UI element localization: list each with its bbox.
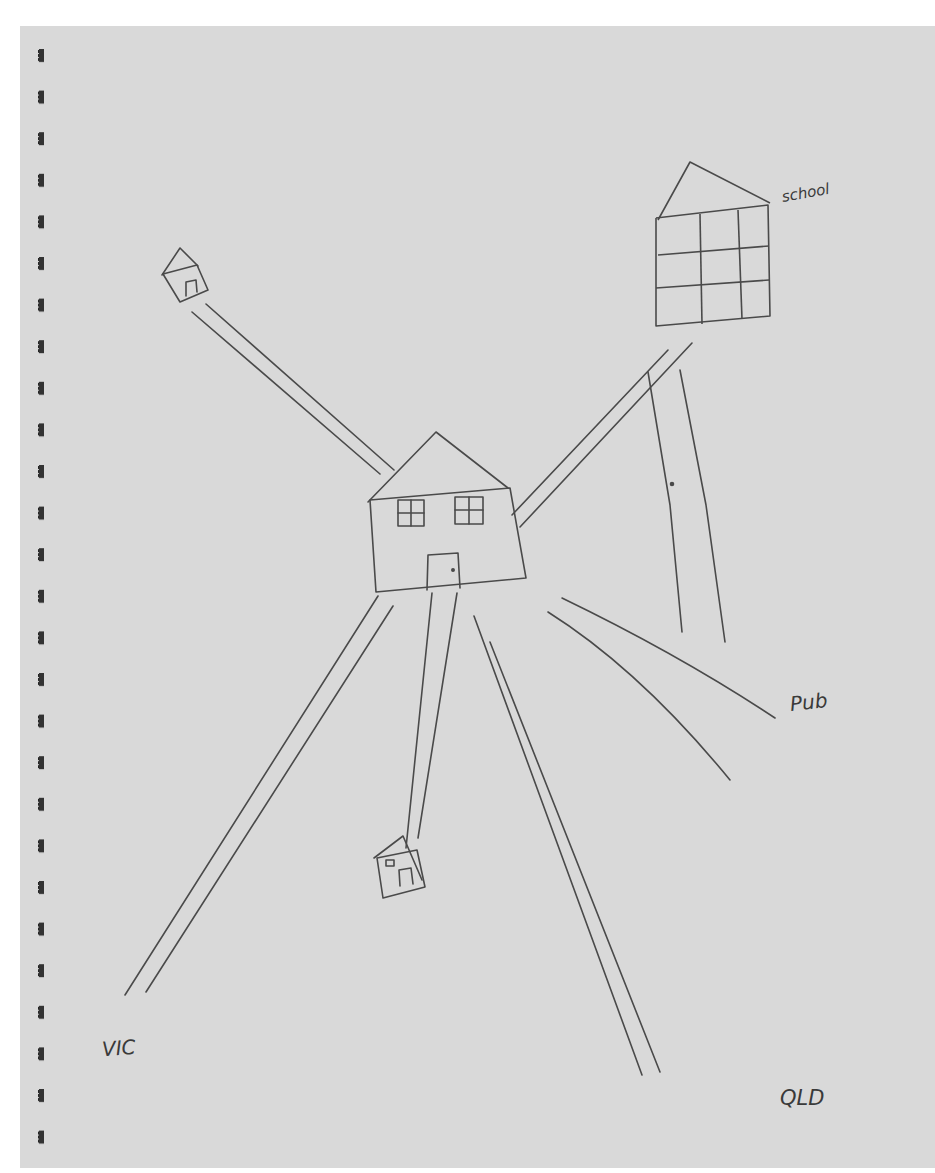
road bbox=[418, 593, 457, 838]
road bbox=[680, 370, 725, 642]
place-label: QLD bbox=[780, 1086, 824, 1110]
paper bbox=[20, 26, 935, 1168]
road bbox=[648, 372, 682, 632]
home-house bbox=[368, 432, 526, 592]
small-house bbox=[374, 836, 425, 898]
road bbox=[406, 593, 432, 848]
road bbox=[206, 304, 394, 470]
road bbox=[520, 343, 692, 527]
school-line bbox=[656, 205, 770, 326]
road bbox=[125, 596, 378, 995]
school-line bbox=[656, 280, 769, 288]
place-label: VIC bbox=[101, 1035, 136, 1061]
road bbox=[548, 612, 730, 780]
school-outline bbox=[648, 156, 776, 332]
spiral-binding bbox=[38, 48, 54, 1148]
road bbox=[562, 598, 775, 718]
school-line bbox=[700, 214, 702, 324]
school-line bbox=[658, 246, 769, 255]
road bbox=[474, 616, 642, 1075]
dot bbox=[671, 483, 674, 486]
road bbox=[192, 312, 380, 474]
road bbox=[490, 642, 660, 1072]
school-line bbox=[738, 210, 742, 319]
road bbox=[146, 606, 393, 992]
road bbox=[512, 350, 668, 515]
school-building: school bbox=[648, 156, 776, 332]
place-label: Pub bbox=[789, 688, 829, 716]
small-house bbox=[162, 248, 208, 302]
